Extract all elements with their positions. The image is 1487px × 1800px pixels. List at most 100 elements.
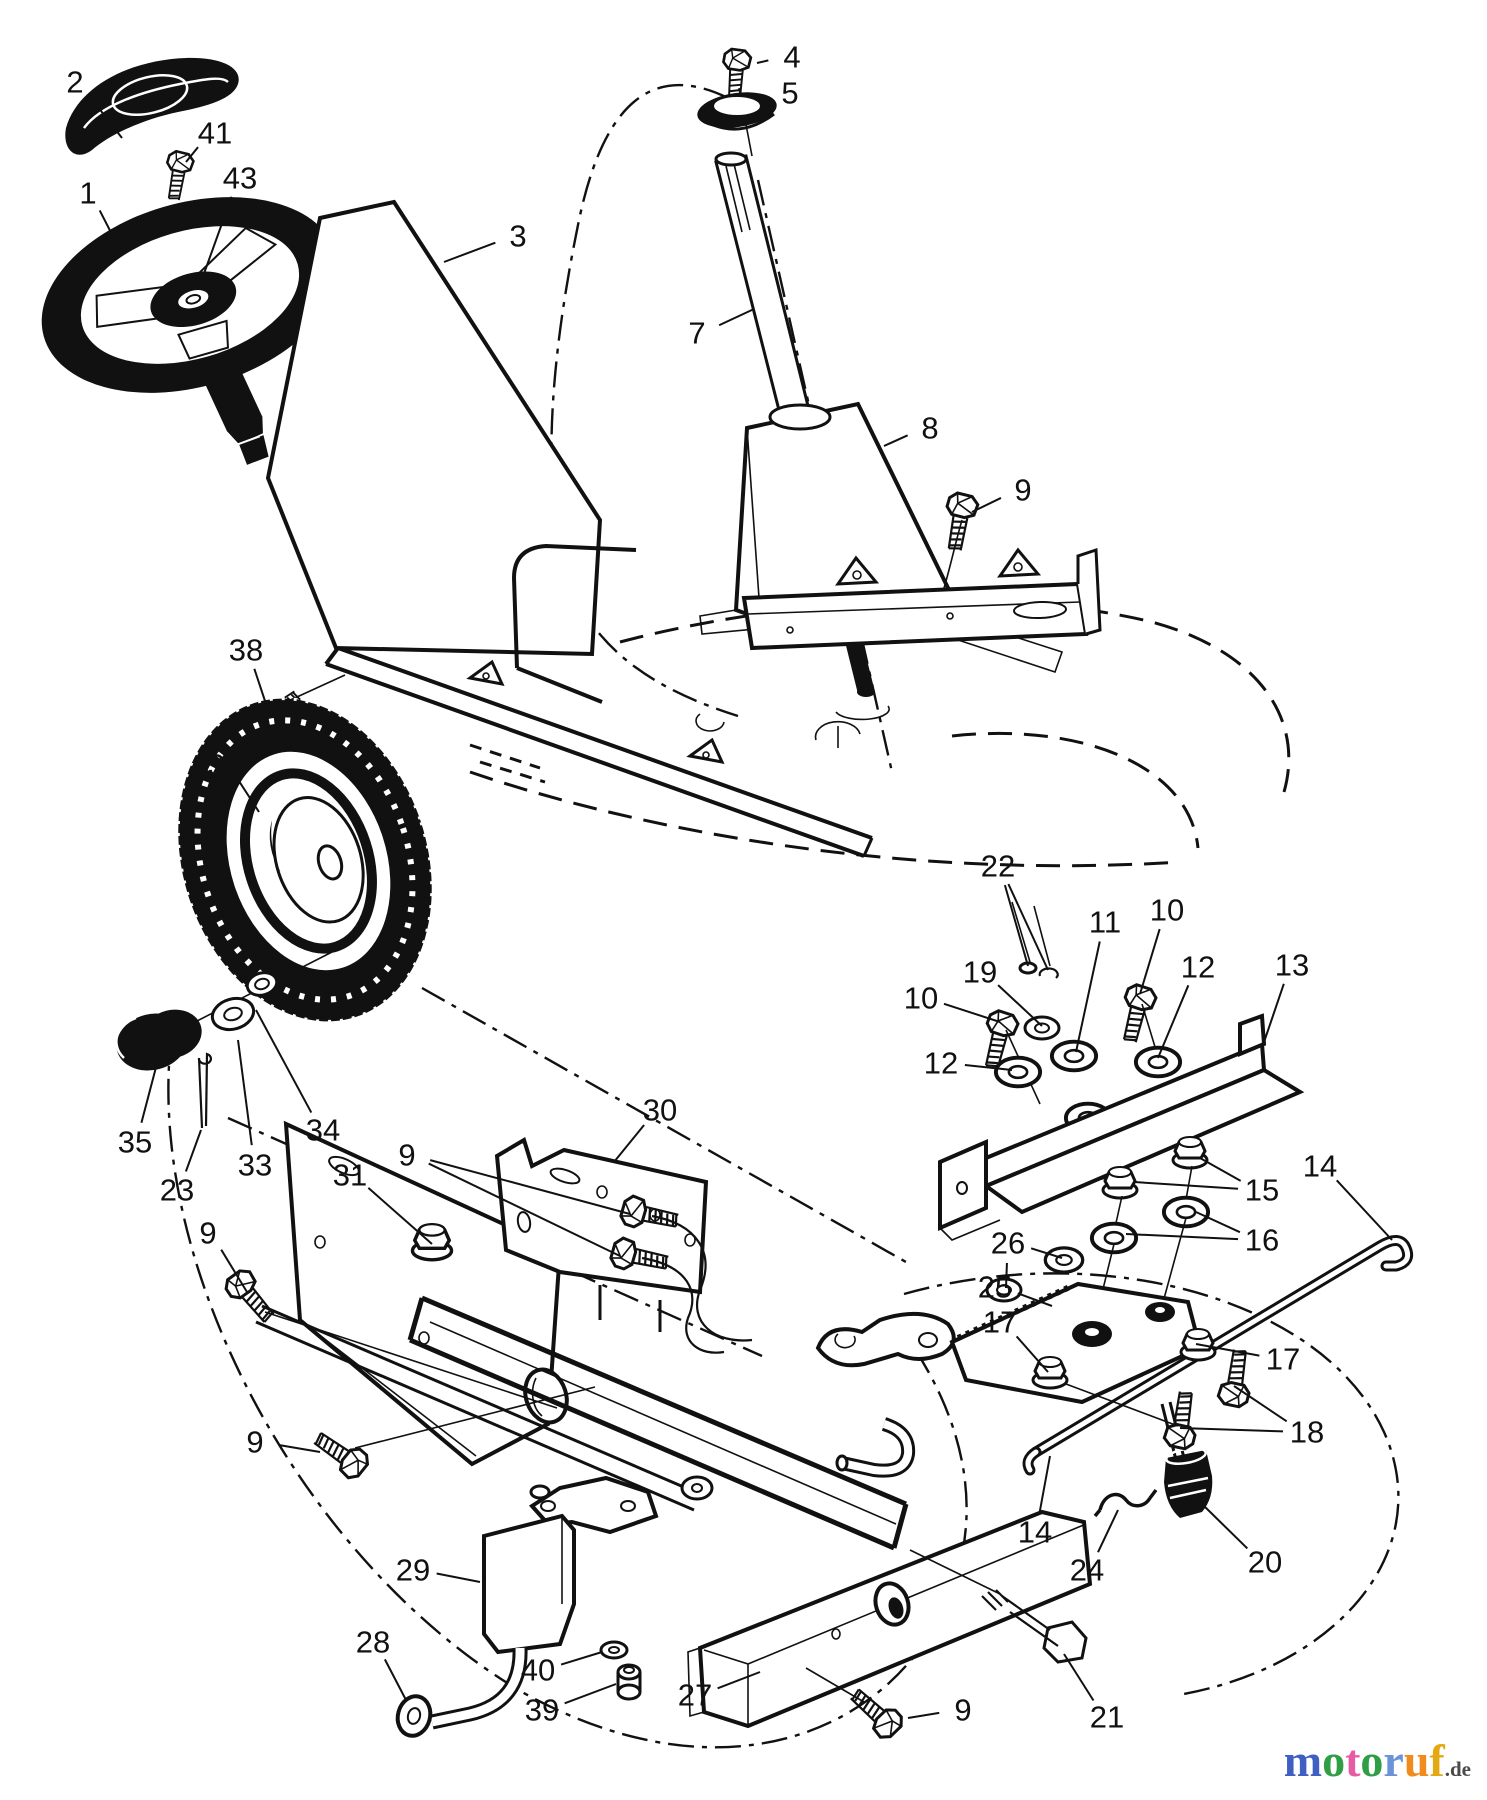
callout-20: 20 [1248, 1545, 1282, 1580]
callout-10: 10 [1150, 893, 1184, 928]
callout-leader-line [613, 1124, 645, 1163]
cotter-pin [197, 1052, 213, 1129]
callout-leader-line [1179, 1427, 1284, 1433]
callout-leader-line [564, 1683, 617, 1705]
callout-1: 1 [79, 176, 96, 211]
hook-tube [835, 1417, 916, 1478]
watermark-letter: o [1322, 1735, 1346, 1786]
callout-leader-line [220, 1249, 248, 1293]
callout-leader-line [436, 1572, 481, 1583]
axle-hardware [115, 951, 333, 1129]
callout-leader-line [1195, 1343, 1260, 1357]
callout-leader-line [200, 196, 233, 283]
callout-15: 15 [1245, 1173, 1279, 1208]
callout-leader-line [1030, 1247, 1063, 1259]
axle-support-bracket [482, 1475, 659, 1655]
callout-leader-line [1199, 1157, 1242, 1182]
callout-leader-line [253, 668, 267, 705]
callout-38: 38 [229, 633, 263, 668]
callout-leader-line [1097, 1509, 1119, 1553]
panel-screw [249, 674, 346, 735]
callout-leader-line [1017, 1292, 1053, 1307]
callout-21: 21 [1090, 1700, 1124, 1735]
steering-hardware-cluster [975, 901, 1183, 1181]
callout-leader-line [255, 1009, 313, 1114]
callout-leader-line [1139, 928, 1161, 995]
retainer-clip [1093, 1488, 1158, 1518]
bent-axle-tube [395, 1647, 528, 1738]
callout-10: 10 [904, 981, 938, 1016]
callout-23: 23 [160, 1173, 194, 1208]
callout-leader-line [1125, 1233, 1239, 1241]
callout-25: 25 [978, 1270, 1012, 1305]
callout-leader-line [971, 497, 1002, 513]
callout-17: 17 [1266, 1342, 1300, 1377]
callout-leader-line [883, 434, 909, 447]
callout-28: 28 [356, 1625, 390, 1660]
watermark-letter: u [1403, 1735, 1430, 1786]
callout-22: 22 [981, 849, 1015, 884]
steering-wheel [41, 197, 339, 465]
axle-end-washer [395, 1694, 433, 1738]
lower-frame-rails [255, 1295, 909, 1551]
callout-24: 24 [1070, 1553, 1104, 1588]
callout-9: 9 [246, 1425, 263, 1460]
axle-washer-large [210, 996, 256, 1032]
callout-leader-line [1075, 941, 1101, 1053]
callout-leader-line [1063, 1653, 1095, 1702]
callout-2: 2 [66, 65, 83, 100]
callout-26: 26 [991, 1226, 1025, 1261]
callout-leader-line [140, 1051, 161, 1123]
callout-leader-line [1133, 1181, 1239, 1190]
callout-leader-line [89, 96, 123, 139]
callout-30: 30 [643, 1093, 677, 1128]
callout-leader-line [1015, 1335, 1049, 1373]
callout-leader-lines [89, 59, 1393, 1719]
callout-leader-line [367, 1187, 433, 1245]
callout-leader-line [443, 241, 496, 263]
callout-leader-line [185, 146, 199, 163]
callout-9: 9 [199, 1216, 216, 1251]
callout-leader-line [98, 209, 122, 253]
spacer-washer [599, 1640, 629, 1660]
callout-27: 27 [678, 1678, 712, 1713]
callout-19: 19 [963, 955, 997, 990]
callout-9: 9 [1014, 473, 1031, 508]
callout-16: 16 [1245, 1223, 1279, 1258]
callout-31: 31 [333, 1158, 367, 1193]
callout-33: 33 [238, 1148, 272, 1183]
dash-panel [265, 199, 603, 657]
callout-14: 14 [1303, 1149, 1337, 1184]
watermark-letter: t [1345, 1735, 1361, 1786]
callout-leader-line [907, 1711, 940, 1719]
channel-bolt [805, 1667, 908, 1745]
watermark: motoruf.de [1284, 1738, 1471, 1784]
steering-bushing [697, 87, 777, 157]
callout-11: 11 [1089, 905, 1121, 940]
callout-4: 4 [783, 40, 800, 75]
callout-7: 7 [688, 316, 705, 351]
callout-leader-line [560, 1651, 603, 1666]
callout-leader-line [1007, 883, 1049, 971]
watermark-suffix: .de [1444, 1757, 1471, 1781]
callout-leader-line [964, 1063, 1013, 1071]
callout-leader-line [718, 308, 755, 327]
callout-leader-line [1195, 1211, 1241, 1234]
callout-leader-line [717, 1671, 761, 1690]
callout-34: 34 [306, 1113, 340, 1148]
hub-cap [115, 1009, 202, 1071]
watermark-letter: r [1383, 1735, 1404, 1786]
callout-12: 12 [924, 1046, 958, 1081]
watermark-letter: f [1429, 1735, 1445, 1786]
pivot-strap [815, 1311, 956, 1368]
callout-leader-line [1003, 884, 1029, 967]
watermark-word: motoruf [1284, 1735, 1445, 1786]
front-wheel [176, 697, 434, 1023]
callout-32: 32 [208, 748, 242, 783]
callout-40: 40 [521, 1653, 555, 1688]
callout-leader-line [769, 103, 773, 107]
callout-leader-line [237, 1039, 253, 1146]
drag-link-rod [1022, 1235, 1414, 1476]
